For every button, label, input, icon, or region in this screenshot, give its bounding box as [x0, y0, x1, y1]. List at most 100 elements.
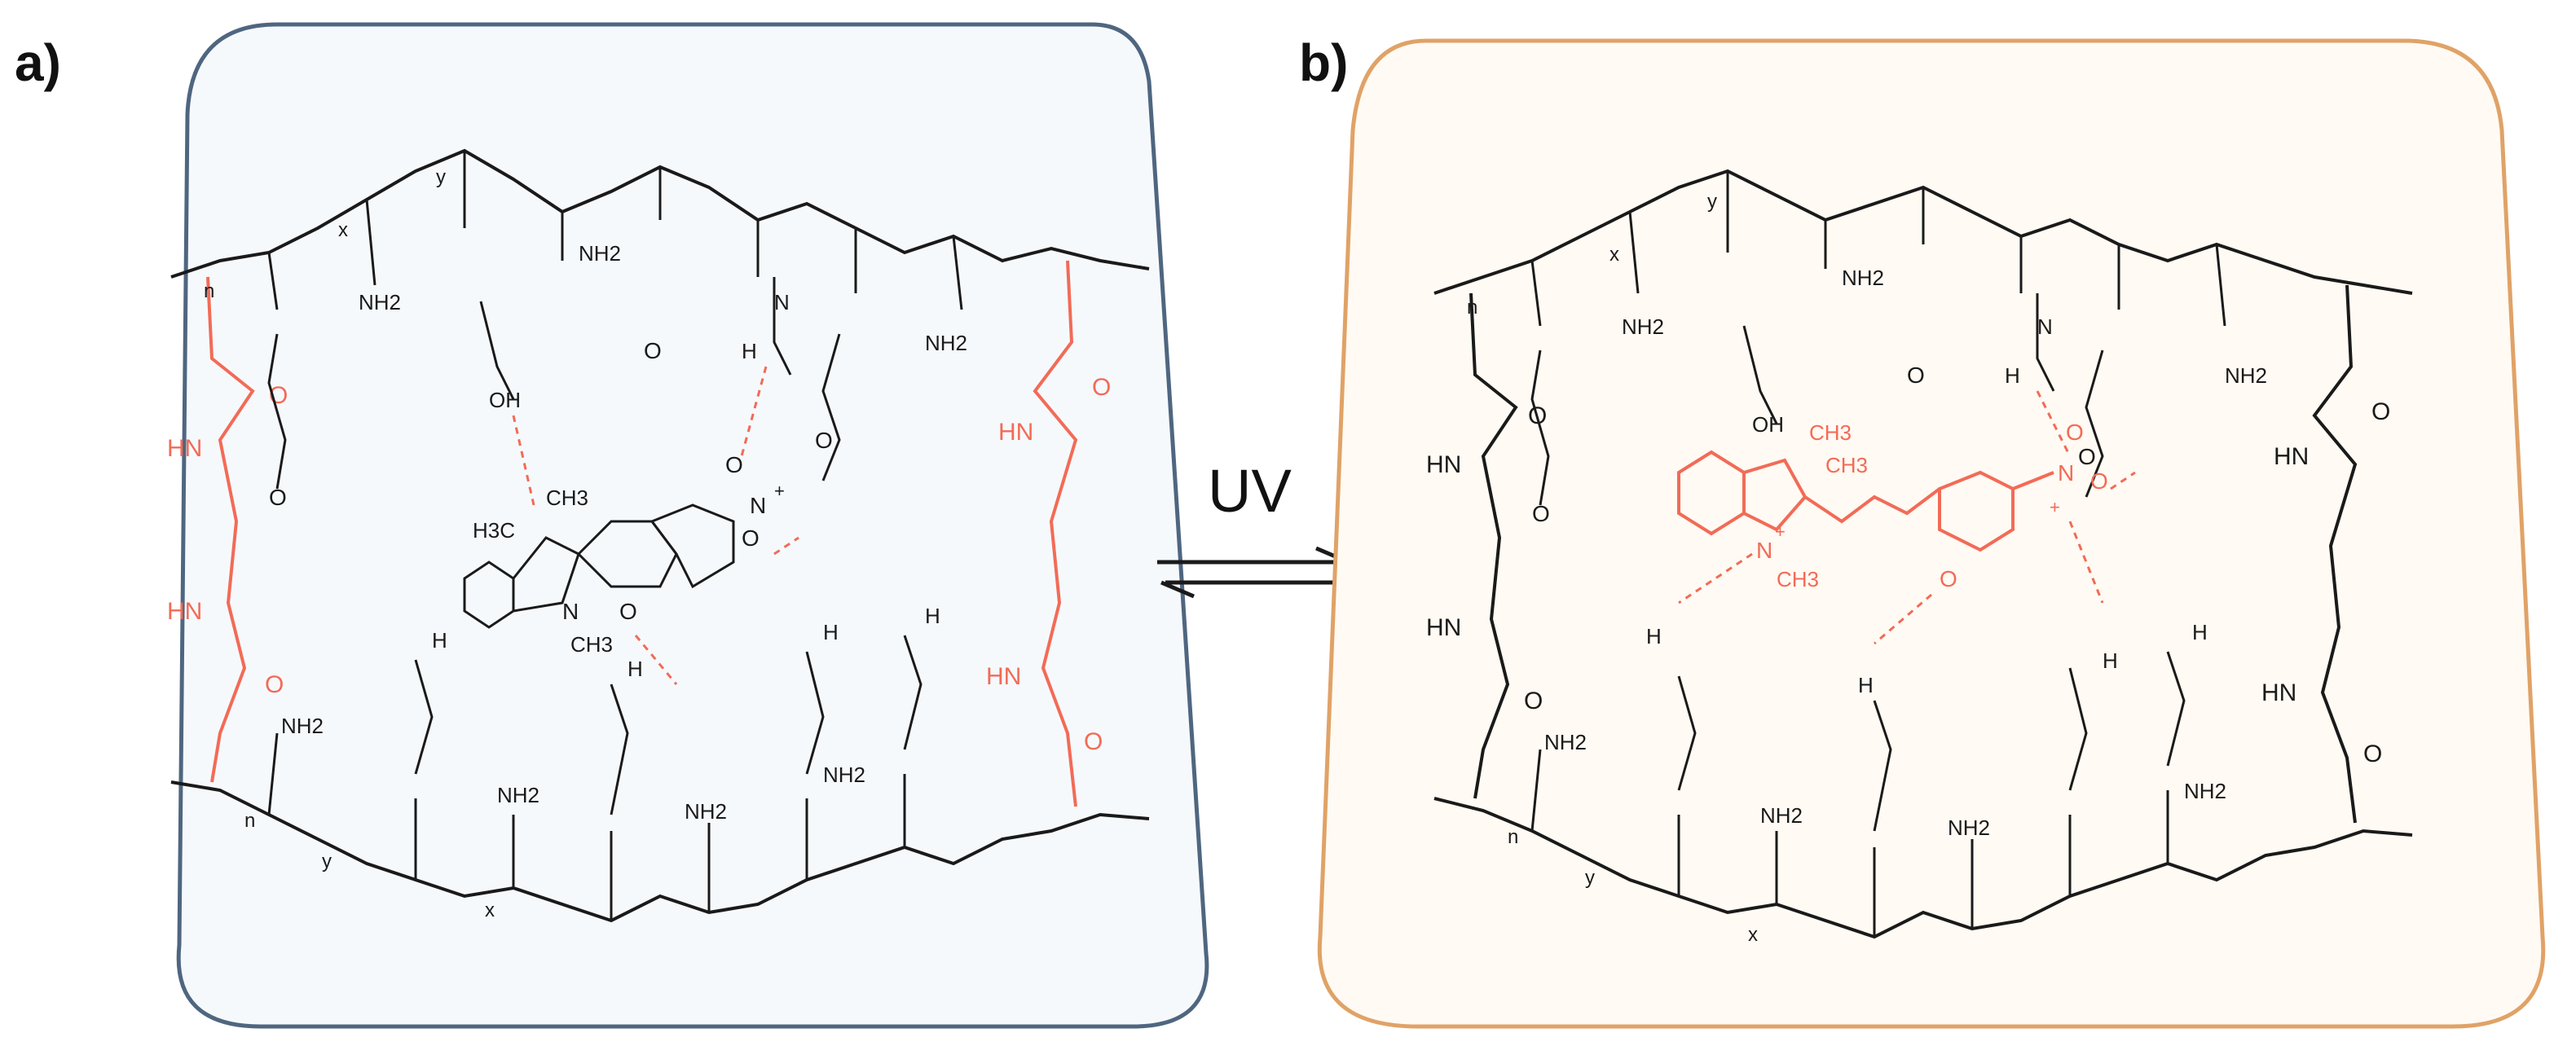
- spiropyran-molecule: [463, 503, 735, 629]
- panel-a-hbonds: [512, 366, 799, 685]
- bottom-hydroxyl-h-3: H: [823, 620, 839, 644]
- merocyanine-o: O: [1940, 566, 1957, 591]
- panel-b-frame: [1317, 38, 2546, 1029]
- spiropyran-n: N: [562, 599, 579, 624]
- merocyanine-ch3-2: CH3: [1825, 453, 1868, 477]
- panel-b-diagram: HN HN HN HN O O O O NH2 NH2 NH2 OH O O O…: [1317, 38, 2546, 1029]
- top-amide-2: NH2: [579, 241, 621, 266]
- top-amine-n: N: [774, 290, 790, 314]
- panel-b-sub-n-bottom: n: [1508, 826, 1518, 848]
- b-top-amide-3: NH2: [2225, 363, 2267, 388]
- panel-b-label: b): [1299, 33, 1349, 92]
- top-side-chains: [267, 151, 963, 490]
- merocyanine-ch3-1: CH3: [1809, 420, 1852, 445]
- panel-b-sub-x-bottom: x: [1748, 924, 1758, 946]
- spiropyran-nitro-n: N: [750, 493, 766, 518]
- bottom-hydroxyl-h-1: H: [432, 628, 447, 653]
- b-bottom-backbone: [1433, 797, 2413, 939]
- crosslinker-o-3: O: [1092, 374, 1111, 401]
- b-bottom-hydroxyl-h-4: H: [2192, 620, 2208, 644]
- b-crosslinker-hn-2: HN: [1426, 614, 1461, 641]
- panel-b-sub-y-bottom: y: [1585, 867, 1595, 889]
- b-top-side-chains: [1530, 171, 2226, 506]
- top-oxygen-3: O: [815, 428, 833, 453]
- bottom-amide-1: NH2: [281, 714, 324, 738]
- b-top-amide-2: NH2: [1842, 266, 1884, 290]
- panel-a-sub-x-top: x: [338, 219, 348, 241]
- panel-a-sub-n-top: n: [204, 280, 214, 302]
- b-crosslinker-hn-1: HN: [1426, 451, 1461, 478]
- bottom-amide-4: NH2: [823, 763, 865, 787]
- merocyanine-nitro-o-1: O: [2066, 420, 2084, 445]
- b-top-hydroxyl-1: OH: [1752, 412, 1784, 437]
- merocyanine-nitro-plus: +: [2050, 497, 2060, 517]
- panel-b-sub-x-top: x: [1609, 244, 1619, 266]
- spiropyran-nitro-o-2: O: [742, 525, 760, 551]
- merocyanine-nitro-n: N: [2058, 460, 2074, 486]
- bottom-amide-3: NH2: [685, 799, 727, 824]
- b-crosslinker-o-2: O: [1524, 688, 1543, 714]
- b-top-oxygen-3: O: [2078, 444, 2096, 469]
- panel-a-label: a): [15, 33, 61, 92]
- spiropyran-o: O: [619, 599, 637, 624]
- bottom-backbone: [170, 780, 1150, 923]
- panel-a-diagram: HN HN HN HN O O O O NH2 NH2 NH2 OH O O O…: [167, 22, 1209, 1029]
- b-top-amine-h: H: [2005, 363, 2020, 388]
- b-crosslinker-o-3: O: [2371, 398, 2390, 425]
- left-crosslinker: [206, 276, 255, 783]
- b-top-oxygen-1: O: [1532, 501, 1550, 526]
- b-bottom-amide-4: NH2: [2184, 779, 2226, 803]
- b-right-crosslinker: [2312, 284, 2358, 824]
- top-oxygen-2: O: [644, 338, 662, 363]
- panel-a-sub-y-top: y: [436, 166, 446, 188]
- merocyanine-n-plus: +: [1775, 521, 1786, 542]
- uv-label: UV: [1208, 457, 1292, 525]
- b-top-amide-1: NH2: [1622, 314, 1664, 339]
- panel-a-sub-x-bottom: x: [485, 899, 495, 921]
- panel-a-sub-y-bottom: y: [322, 851, 332, 873]
- b-crosslinker-hn-3: HN: [2274, 443, 2309, 470]
- spiropyran-ch3-2: CH3: [570, 632, 613, 657]
- merocyanine-n: N: [1756, 538, 1772, 563]
- bottom-amide-2: NH2: [497, 783, 539, 807]
- panel-a-frame: [176, 22, 1209, 1029]
- bottom-hydroxyl-h-4: H: [925, 604, 940, 628]
- crosslinker-nh-1: HN: [998, 419, 1033, 446]
- top-amide-1: NH2: [359, 290, 401, 314]
- top-amine-h: H: [742, 339, 757, 363]
- panel-b-hbonds: [1678, 390, 2136, 645]
- top-hydroxyl-1: OH: [489, 388, 521, 412]
- bottom-side-chains: [267, 635, 923, 921]
- crosslinker-hn-2: HN: [167, 598, 202, 625]
- b-bottom-amide-3: NH2: [1948, 815, 1990, 840]
- b-bottom-hydroxyl-h-3: H: [2103, 648, 2118, 673]
- b-bottom-amide-1: NH2: [1544, 730, 1587, 754]
- top-amide-3: NH2: [925, 331, 967, 355]
- merocyanine-molecule: [1677, 450, 2054, 552]
- bottom-hydroxyl-h-2: H: [627, 657, 643, 681]
- spiropyran-nitro-plus: +: [774, 481, 785, 501]
- panel-b-sub-y-top: y: [1707, 191, 1717, 213]
- b-top-oxygen-2: O: [1907, 363, 1925, 388]
- b-crosslinker-hn-4: HN: [2261, 679, 2296, 706]
- crosslinker-o-2: O: [265, 671, 284, 698]
- crosslinker-hn-1: HN: [167, 435, 202, 462]
- b-left-crosslinker: [1469, 292, 1518, 799]
- b-bottom-amide-2: NH2: [1760, 803, 1803, 828]
- panel-a-sub-n-bottom: n: [244, 810, 255, 832]
- panel-b-sub-n-top: n: [1467, 297, 1477, 319]
- right-crosslinker: [1033, 260, 1078, 807]
- top-oxygen-1: O: [269, 485, 287, 510]
- spiropyran-ch3-1: CH3: [546, 486, 588, 510]
- crosslinker-o-4: O: [1084, 728, 1103, 755]
- b-bottom-hydroxyl-h-1: H: [1646, 624, 1662, 648]
- spiropyran-nitro-o-1: O: [725, 452, 743, 477]
- spiropyran-h3c: H3C: [473, 518, 515, 543]
- merocyanine-nitro-o-2: O: [2090, 468, 2108, 494]
- b-top-amine-n: N: [2037, 314, 2053, 339]
- b-crosslinker-o-4: O: [2363, 741, 2382, 767]
- b-bottom-hydroxyl-h-2: H: [1858, 673, 1874, 697]
- merocyanine-ch3-3: CH3: [1777, 567, 1819, 591]
- crosslinker-nh-2: HN: [986, 663, 1021, 690]
- b-bottom-side-chains: [1530, 651, 2186, 937]
